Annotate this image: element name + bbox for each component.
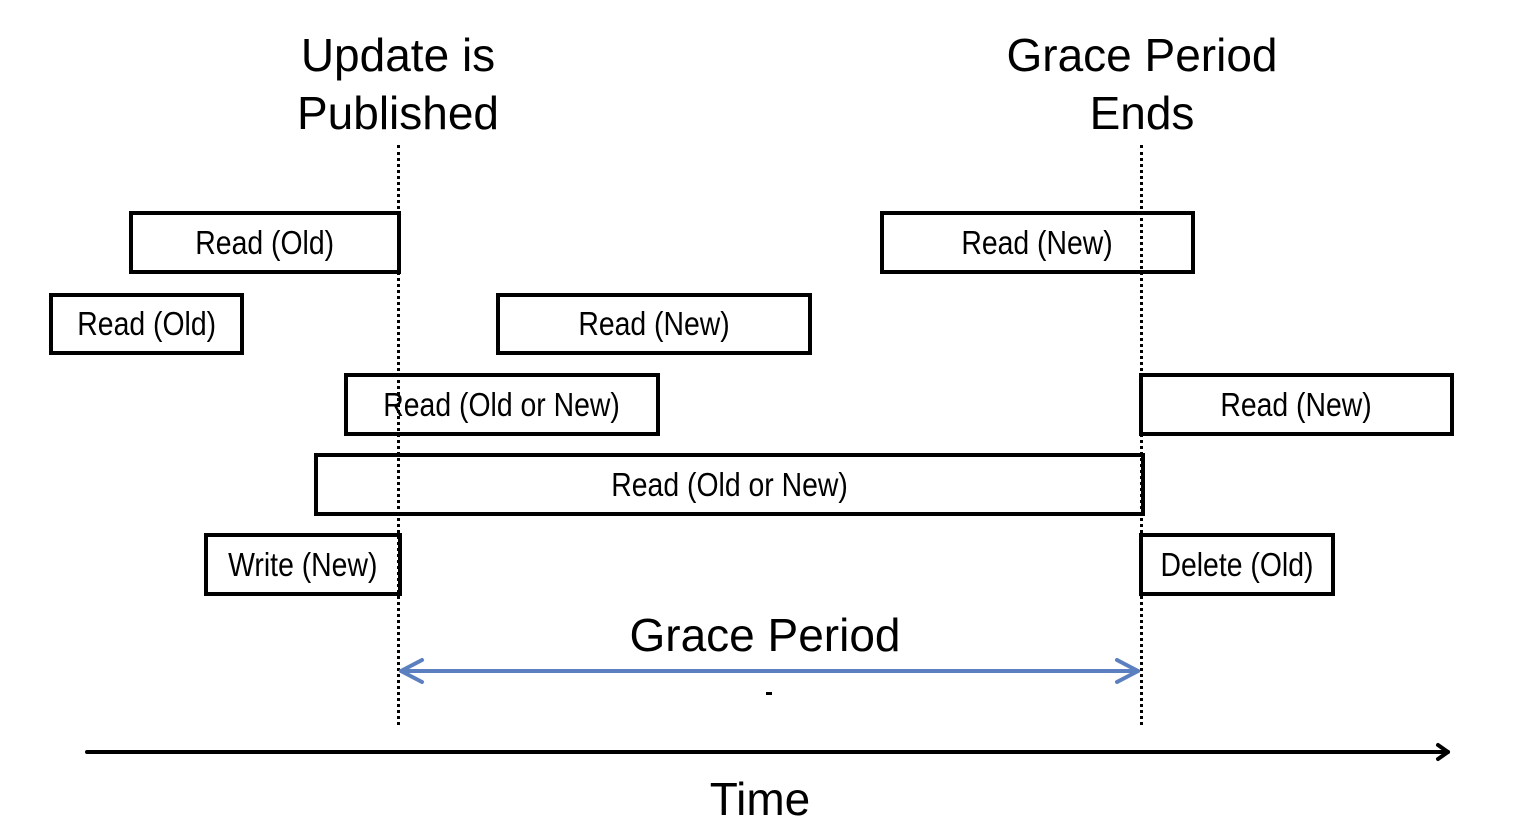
grace-period-arrow — [399, 658, 1140, 684]
grace-period-label: Grace Period — [629, 609, 901, 661]
grace-period-ends-label: Grace Period Ends — [1006, 29, 1278, 139]
read-old-box-1-label: Read (Old) — [195, 223, 335, 261]
read-old-box-2: Read (Old) — [49, 293, 244, 355]
read-old-or-new-box-1-label: Read (Old or New) — [383, 385, 621, 423]
write-new-box: Write (New) — [204, 533, 402, 596]
delete-old-box: Delete (Old) — [1139, 533, 1335, 596]
read-old-or-new-box-2-label: Read (Old or New) — [611, 465, 848, 503]
read-old-or-new-box-2: Read (Old or New) — [314, 453, 1145, 516]
read-old-or-new-box-1: Read (Old or New) — [344, 373, 660, 436]
read-new-box-3-label: Read (New) — [1220, 385, 1373, 423]
read-old-box-2-label: Read (Old) — [77, 305, 216, 342]
small-dash-mark — [766, 692, 772, 695]
time-axis-arrow — [85, 743, 1450, 761]
read-new-box-1: Read (New) — [880, 211, 1195, 274]
read-new-box-2-label: Read (New) — [578, 305, 730, 342]
read-new-box-3: Read (New) — [1139, 373, 1454, 436]
time-axis-label: Time — [709, 773, 811, 825]
update-published-label: Update is Published — [296, 29, 500, 139]
write-new-box-label: Write (New) — [228, 545, 378, 583]
read-old-box-1: Read (Old) — [129, 211, 401, 274]
delete-old-box-label: Delete (Old) — [1160, 545, 1314, 583]
read-new-box-1-label: Read (New) — [961, 223, 1114, 261]
read-new-box-2: Read (New) — [496, 293, 812, 355]
